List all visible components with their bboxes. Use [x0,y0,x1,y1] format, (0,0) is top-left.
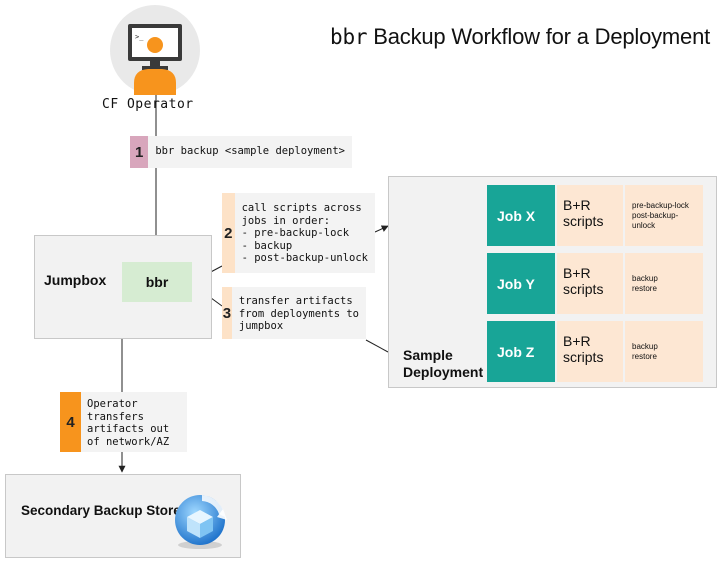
step-text: transfer artifacts from deployments to j… [231,287,366,339]
monitor-user-icon: >_ [128,24,182,95]
step-number: 2 [222,193,235,273]
deployment-to-step3-line [365,339,389,353]
job-name: Job Z [487,321,555,382]
terminal-prompt: >_ [135,33,144,41]
step-number: 4 [60,392,81,452]
job-name: Job X [487,185,555,246]
step2-to-deployment-arrow [374,225,389,233]
job-row: Job Z B+R scripts backup restore [487,321,703,382]
job-row: Job X B+R scripts pre-backup-lock post-b… [487,185,703,246]
operator-label: CF Operator [102,97,194,112]
bbr-label: bbr [145,274,169,290]
secondary-backup-store: Secondary Backup Store [5,474,241,558]
script-item: post-backup-unlock [632,210,679,230]
script-item: restore [632,351,657,361]
br-scripts-label: B+R scripts [557,253,623,314]
jumpbox-label: Jumpbox [44,272,107,288]
operator-avatar: >_ [110,5,200,95]
backup-cube-icon [175,495,227,549]
script-item: backup [632,273,658,283]
title-rest: Backup Workflow for a Deployment [367,24,711,49]
script-list: pre-backup-lock post-backup-unlock [625,185,703,246]
step-3: 3 transfer artifacts from deployments to… [222,287,366,339]
title-mono: bbr [330,25,368,49]
script-list: backup restore [625,321,703,382]
script-list: backup restore [625,253,703,314]
script-item: backup [632,341,658,351]
job-name: Job Y [487,253,555,314]
sample-deployment: Sample Deployment Job X B+R scripts pre-… [388,176,717,388]
page-title: bbr Backup Workflow for a Deployment [330,24,710,50]
job-row: Job Y B+R scripts backup restore [487,253,703,314]
step-number: 1 [130,136,149,168]
script-item: restore [632,283,657,293]
bbr-node: bbr [122,262,192,302]
br-scripts-label: B+R scripts [557,185,623,246]
step-1: 1 bbr backup <sample deployment> [130,136,352,168]
deployment-label: Sample Deployment [403,347,484,380]
step-2: 2 call scripts across jobs in order: - p… [222,193,375,273]
jumpbox: Jumpbox bbr [34,235,212,339]
step-text: call scripts across jobs in order: - pre… [234,193,375,273]
script-item: pre-backup-lock [632,200,689,210]
br-scripts-label: B+R scripts [557,321,623,382]
step-number: 3 [222,287,232,339]
step-text: bbr backup <sample deployment> [148,136,352,168]
step-text: Operator transfers artifacts out of netw… [81,392,187,452]
store-label: Secondary Backup Store [21,503,181,518]
step-4: 4 Operator transfers artifacts out of ne… [60,392,187,452]
